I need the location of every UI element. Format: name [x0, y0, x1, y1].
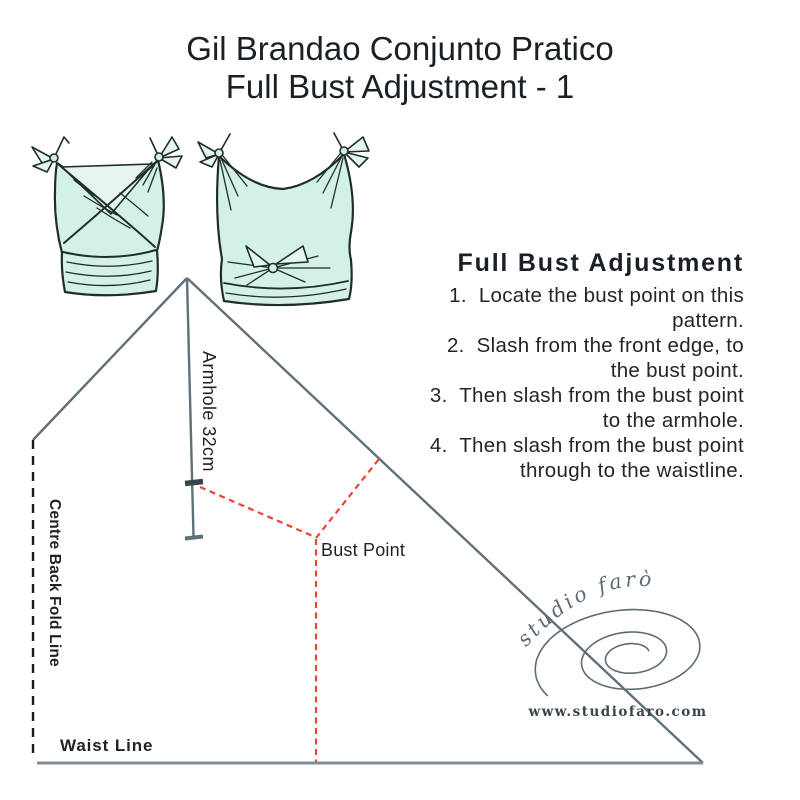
page-title: Gil Brandao Conjunto Pratico Full Bust A… — [0, 30, 800, 106]
gather-right-1 — [142, 163, 156, 186]
band-top-edge — [62, 249, 157, 258]
gather-right-3 — [135, 161, 153, 179]
drape-3 — [119, 192, 149, 217]
wrap-edge-left — [57, 163, 156, 248]
studio-faro-logo: studio farò — [512, 567, 701, 697]
instruction-step-1: 1. Locate the bust point on this pattern… — [449, 284, 744, 332]
slash-armhole-to-bust — [199, 485, 316, 539]
instructions-panel: Full Bust Adjustment 1. Locate the bust … — [372, 249, 744, 483]
knot-crease-5 — [272, 267, 306, 283]
shoulder-bow-left-tail — [220, 133, 231, 151]
shoulder-bow-left-petal-2 — [199, 153, 220, 168]
band-edge-2 — [225, 288, 347, 298]
instruction-step-3: 3. Then slash from the bust point to the… — [429, 384, 744, 432]
centre-back-fold-label: Centre Back Fold Line — [46, 499, 63, 667]
spiral-icon — [534, 608, 701, 697]
gather-right-3 — [316, 153, 341, 183]
knot-crease-2 — [234, 267, 274, 279]
bow-right-tail — [149, 137, 158, 154]
bow-left-petal-2 — [32, 158, 55, 173]
slash-lines — [199, 458, 380, 762]
armhole-notch — [184, 478, 204, 487]
gather-right-1 — [322, 155, 343, 194]
gather-right-2 — [147, 167, 158, 193]
knot-crease-1 — [227, 261, 274, 269]
band-fold-1 — [66, 260, 153, 267]
waist-bow-petal-2 — [275, 245, 309, 265]
pattern-lines — [31, 277, 704, 765]
drape-2 — [96, 207, 131, 229]
bust-point-label: Bust Point — [321, 540, 406, 560]
garment-back-illustration — [197, 132, 370, 307]
gather-left-2 — [219, 159, 232, 211]
shoulder-bow-left-knot — [214, 148, 224, 158]
bow-right-knot — [154, 152, 164, 162]
band-fold-3 — [67, 279, 151, 287]
waist-line-label: Waist Line — [60, 736, 154, 755]
bow-right-petal-2 — [158, 155, 183, 169]
wrap-edge-right — [63, 160, 158, 244]
bow-right-petal-1 — [158, 136, 180, 159]
shoulder-bow-right-tail — [333, 132, 343, 149]
page-title-line1: Gil Brandao Conjunto Pratico — [186, 30, 614, 67]
shoulder-slant-line — [32, 277, 188, 441]
front-edge-line — [186, 277, 704, 764]
gather-right-2 — [330, 157, 344, 209]
drape-4 — [73, 179, 96, 197]
instructions-heading: Full Bust Adjustment — [457, 249, 744, 277]
shoulder-bow-right-knot — [339, 146, 349, 156]
waist-bow-petal-1 — [245, 245, 271, 268]
armhole-end-bar — [184, 534, 204, 541]
logo-url: www.studiofaro.com — [528, 704, 708, 720]
garment-back-body — [215, 152, 354, 307]
armhole-label: Armhole 32cm — [199, 351, 219, 472]
garment-front-illustration — [31, 136, 183, 297]
shoulder-bow-right-petal-2 — [343, 151, 369, 168]
gather-left-1 — [220, 157, 239, 197]
drape-1 — [83, 195, 118, 216]
slash-bust-to-front-edge — [315, 458, 380, 539]
shoulder-bow-right-petal-1 — [343, 136, 370, 153]
waist-bow-knot — [267, 262, 279, 274]
bow-left-tail — [55, 136, 70, 155]
band-fold-2 — [65, 270, 152, 277]
armhole-line — [185, 277, 195, 537]
page-title-line2: Full Bust Adjustment - 1 — [225, 68, 575, 105]
gather-left-3 — [222, 155, 248, 187]
instruction-step-4: 4. Then slash from the bust point throug… — [429, 434, 744, 482]
instruction-step-2: 2. Slash from the front edge, to the bus… — [446, 334, 744, 382]
bow-left-knot — [49, 153, 59, 163]
band-edge-1 — [223, 280, 349, 290]
